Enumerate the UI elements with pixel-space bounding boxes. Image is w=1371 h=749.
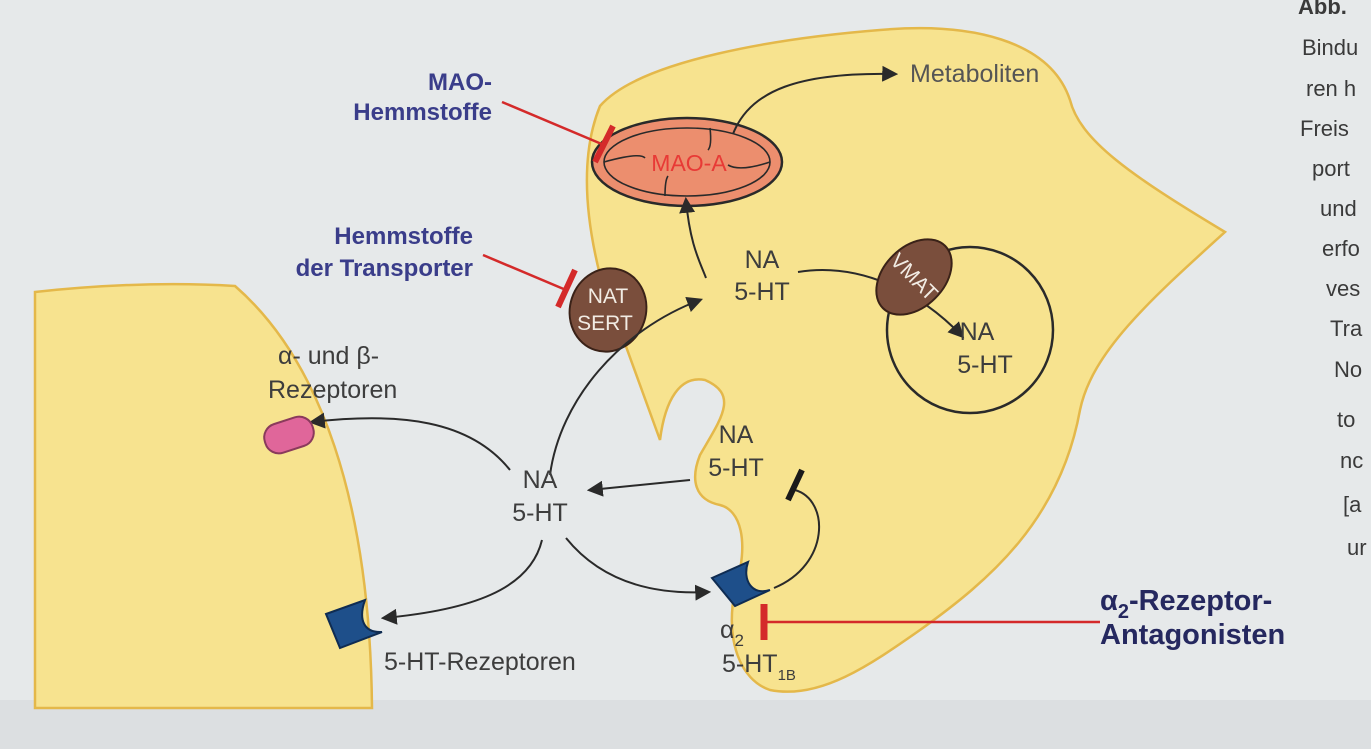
side-caption: Abb. Bindu ren h Freis port und erfo ves… xyxy=(1298,0,1367,560)
side-caption-line: Tra xyxy=(1330,316,1363,341)
ht-cleft-label: 5-HT xyxy=(512,499,568,527)
arrow-to-alpha-beta-receptors xyxy=(308,412,511,471)
metaboliten-label: Metaboliten xyxy=(910,60,1039,88)
mao-inhibitor-line xyxy=(501,100,605,147)
5ht-receptor xyxy=(324,598,383,650)
alpha2-antagonist-label-2: Antagonisten xyxy=(1100,619,1285,651)
5ht1b-label: 5-HT1B xyxy=(722,650,796,684)
alpha-beta-receptors-label-2: Rezeptoren xyxy=(268,376,397,404)
postsynaptic-neuron xyxy=(33,282,374,710)
autoreceptor xyxy=(710,560,771,608)
alpha2-subscript: 2 xyxy=(734,631,743,650)
vmat-transporter xyxy=(875,238,953,316)
transporter-hemmstoffe-label: Hemmstoffe xyxy=(334,223,473,250)
arrow-release xyxy=(586,479,691,497)
side-caption-line: Bindu xyxy=(1302,35,1358,60)
transporter-inhibitor-bar xyxy=(555,268,578,309)
side-caption-line: ur xyxy=(1347,535,1367,560)
5ht1b-subscript: 1B xyxy=(778,667,796,684)
side-caption-line: und xyxy=(1320,196,1357,221)
mao-a-label: MAO-A xyxy=(651,150,727,176)
5ht1b-main: 5-HT xyxy=(722,650,778,678)
side-caption-line: ves xyxy=(1326,276,1360,301)
ht-cytoplasm-label: 5-HT xyxy=(734,278,790,306)
5ht-receptors-label: 5-HT-Rezeptoren xyxy=(384,648,576,676)
antag-sub: 2 xyxy=(1118,601,1129,623)
mitochondrion-mao-a xyxy=(590,116,784,208)
transporter-hemmstoffe-label-2: der Transporter xyxy=(296,255,473,282)
sert-label: SERT xyxy=(577,312,633,335)
nat-sert-transporter xyxy=(568,267,648,353)
side-caption-line: Freis xyxy=(1300,116,1349,141)
antag-rest: -Rezeptor- xyxy=(1129,585,1272,617)
side-caption-line: to xyxy=(1337,407,1355,432)
transporter-inhibitor-line xyxy=(482,253,567,292)
side-caption-line: erfo xyxy=(1322,236,1360,261)
side-caption-line: [a xyxy=(1343,492,1362,517)
arrow-mao-to-metaboliten xyxy=(732,65,899,135)
nat-label: NAT xyxy=(588,285,629,308)
alpha2-antagonist-label: α2-Rezeptor- xyxy=(1100,585,1272,623)
arrow-to-mao-a xyxy=(679,196,707,279)
ht-vesicle-label: 5-HT xyxy=(957,351,1013,379)
mao-hemmstoffe-label: MAO- xyxy=(428,69,492,96)
arrow-to-autoreceptor xyxy=(565,537,712,601)
alpha-beta-receptor xyxy=(263,415,315,455)
alpha-beta-receptors-label: α- und β- xyxy=(278,342,379,370)
ht-pocket-label: 5-HT xyxy=(708,454,764,482)
autoreceptor-feedback-bar xyxy=(785,468,805,502)
arrow-to-5ht-receptors xyxy=(380,539,543,625)
side-caption-line: port xyxy=(1312,156,1350,181)
alpha2-label: α2 xyxy=(720,616,744,650)
alpha2-symbol: α xyxy=(720,616,734,644)
na-pocket-label: NA xyxy=(719,421,754,449)
mao-hemmstoffe-label-2: Hemmstoffe xyxy=(353,99,492,126)
mao-inhibitor-bar xyxy=(592,124,616,164)
na-cytoplasm-label: NA xyxy=(745,246,780,274)
na-cleft-label: NA xyxy=(523,466,558,494)
side-caption-line: No xyxy=(1334,357,1362,382)
side-caption-line: ren h xyxy=(1306,76,1356,101)
arrow-reuptake xyxy=(549,297,703,476)
autoreceptor-feedback-line xyxy=(773,489,821,589)
side-caption-line: nc xyxy=(1340,448,1363,473)
side-caption-line: Abb. xyxy=(1298,0,1347,19)
antag-alpha: α xyxy=(1100,585,1118,617)
na-vesicle-label: NA xyxy=(960,318,995,346)
